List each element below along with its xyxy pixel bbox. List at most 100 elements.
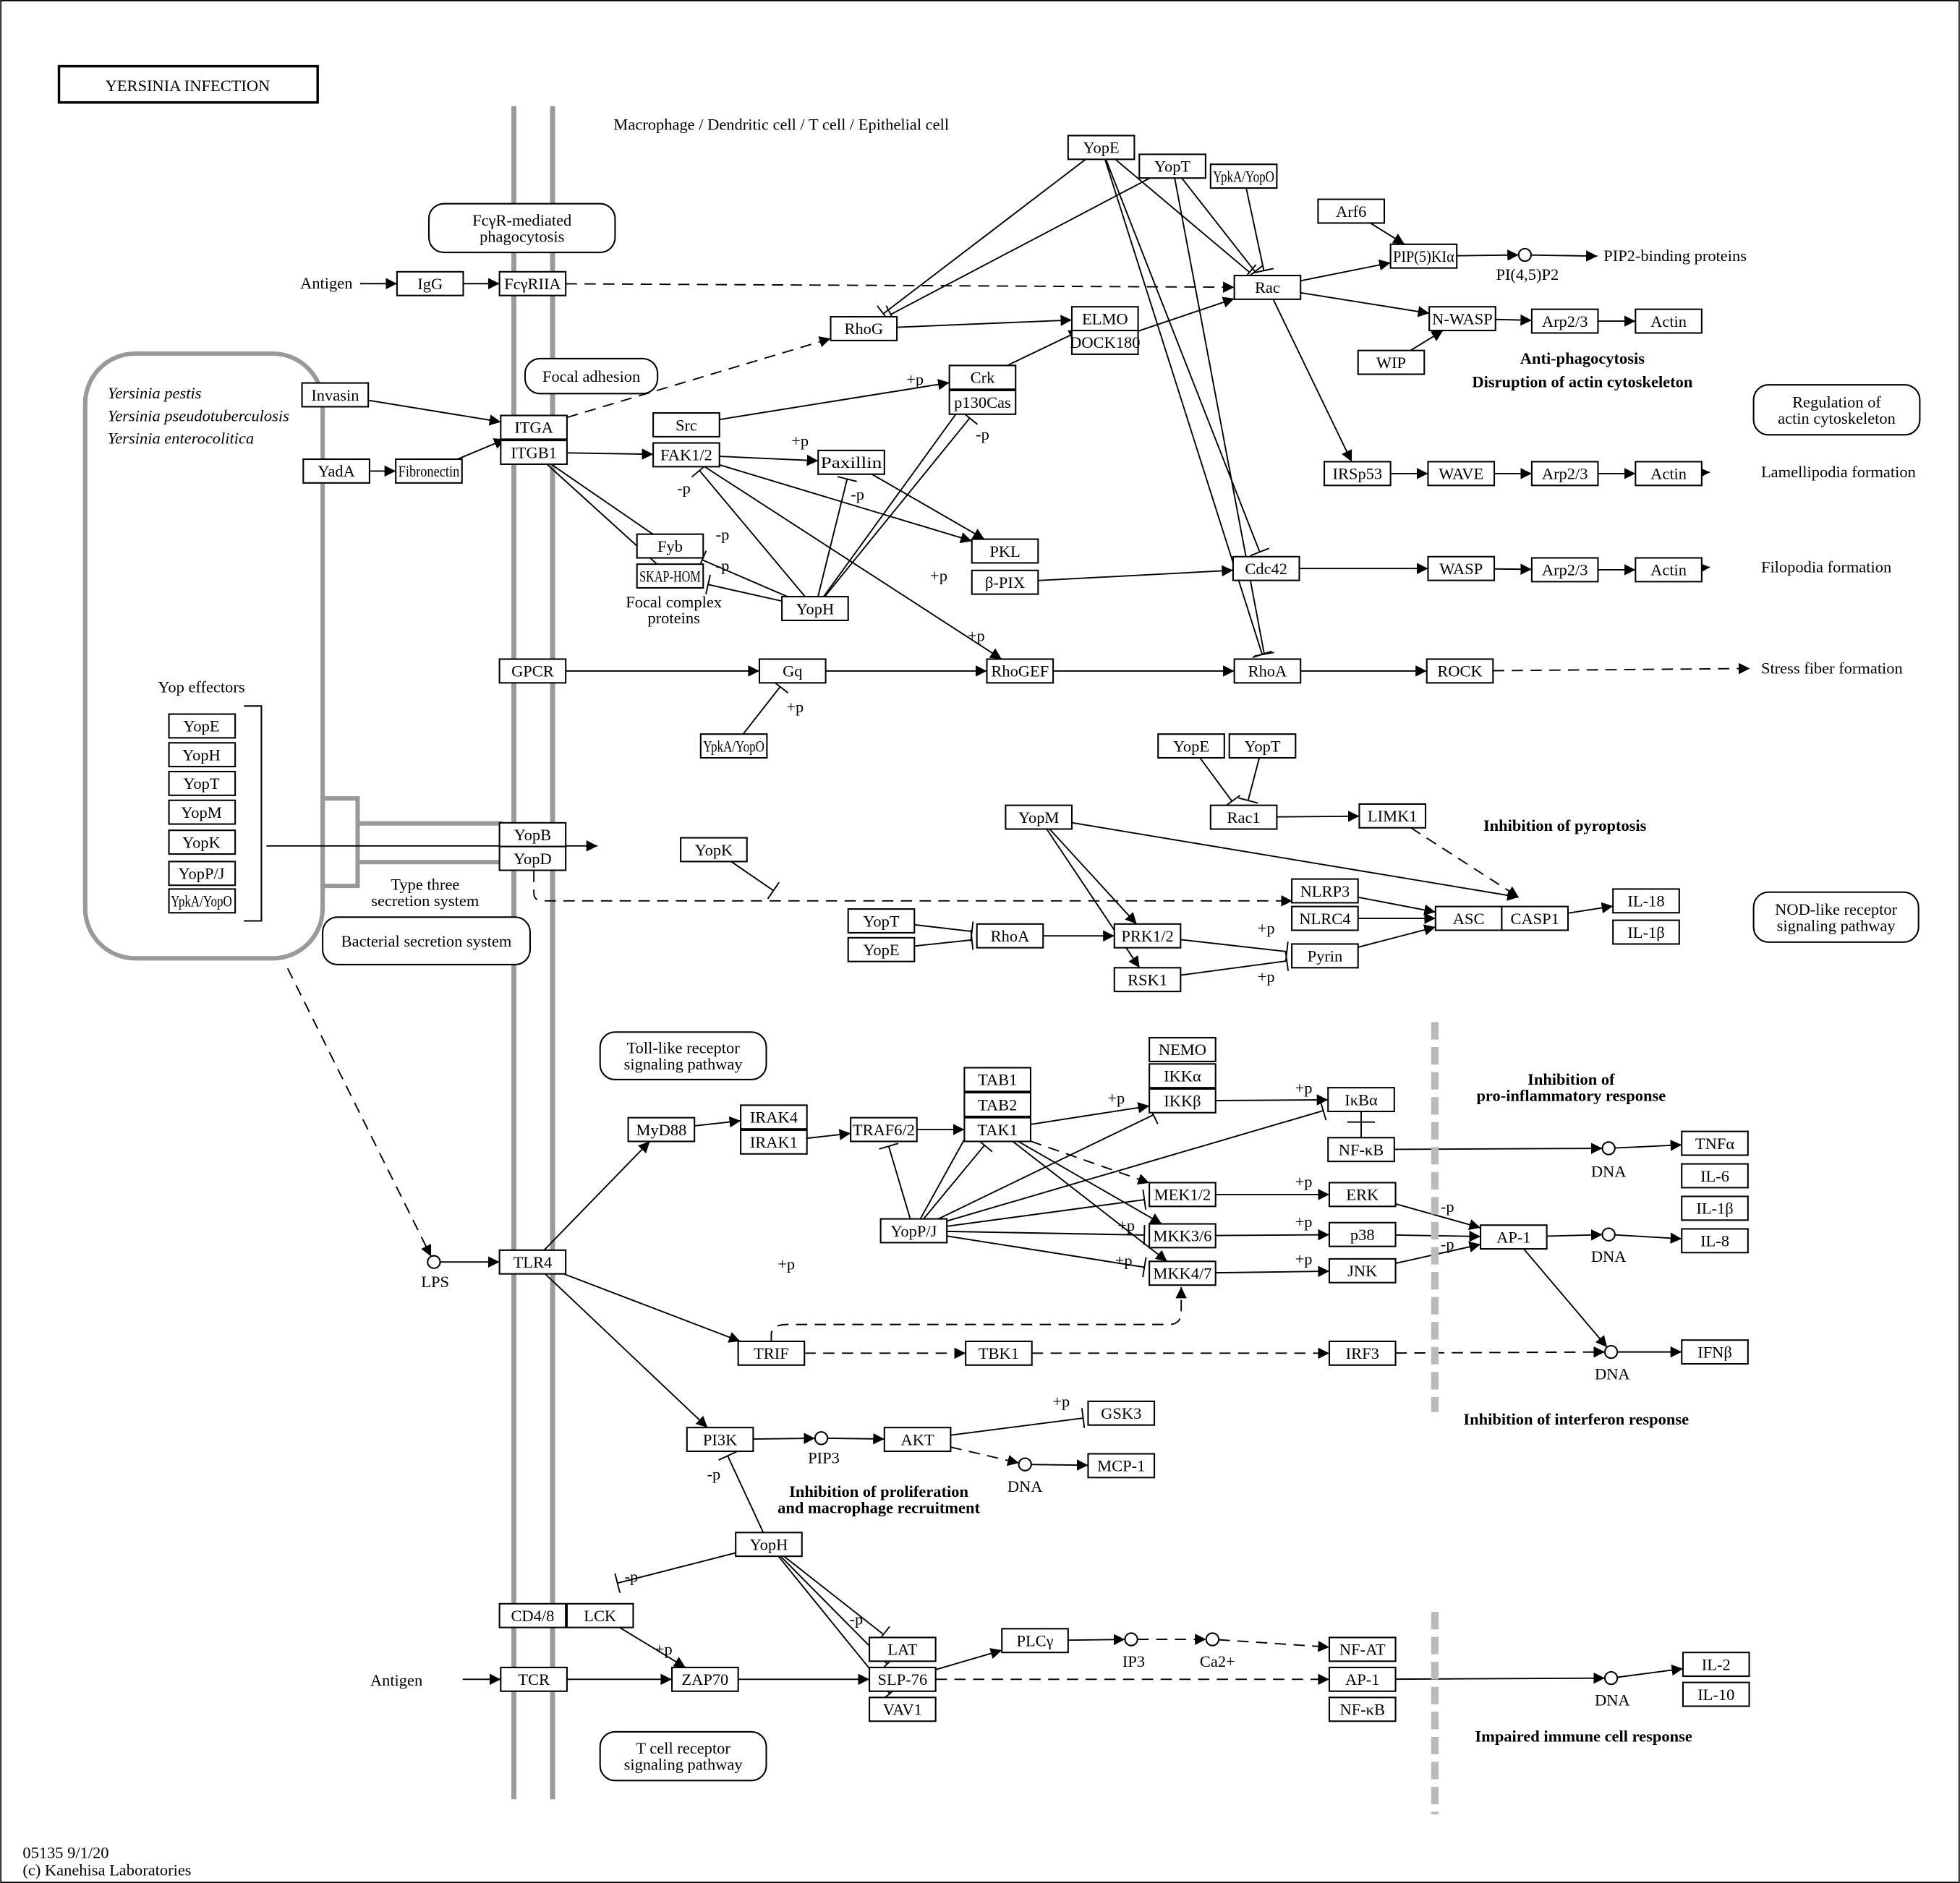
node-rac1[interactable]: Rac1 <box>1209 804 1278 830</box>
node-wip[interactable]: WIP <box>1357 349 1426 375</box>
node-cd48[interactable]: CD4/8 <box>498 1602 567 1628</box>
yop-effector-yopm[interactable]: YopM <box>168 799 237 825</box>
node-itgb1[interactable]: ITGB1 <box>500 440 568 465</box>
node-akt[interactable]: AKT <box>883 1427 952 1453</box>
node-p38[interactable]: p38 <box>1328 1221 1397 1247</box>
yop-effector-yoph[interactable]: YopH <box>168 742 237 768</box>
node-plcg[interactable]: PLCγ <box>1001 1628 1069 1654</box>
node-rock[interactable]: ROCK <box>1426 658 1494 684</box>
node-yopk[interactable]: YopK <box>680 837 748 863</box>
compound-dna3[interactable] <box>1603 1344 1619 1359</box>
compound-lps[interactable] <box>427 1255 441 1269</box>
compound-ip3[interactable] <box>1124 1632 1138 1647</box>
node-il18[interactable]: IL-18 <box>1612 888 1680 914</box>
node-wave[interactable]: WAVE <box>1427 461 1496 487</box>
node-tlr4[interactable]: TLR4 <box>498 1249 567 1275</box>
node-bpix[interactable]: β-PIX <box>971 569 1039 595</box>
node-skap[interactable]: SKAP-HOM <box>636 563 704 589</box>
node-myd88[interactable]: MyD88 <box>627 1116 696 1143</box>
node-pkl[interactable]: PKL <box>971 538 1039 564</box>
node-il2[interactable]: IL-2 <box>1682 1652 1750 1678</box>
node-rhoa2[interactable]: RhoA <box>976 923 1044 949</box>
node-rhog[interactable]: RhoG <box>830 315 898 341</box>
node-il8[interactable]: IL-8 <box>1681 1228 1749 1254</box>
node-mkk36[interactable]: MKK3/6 <box>1149 1223 1217 1249</box>
node-zap70[interactable]: ZAP70 <box>671 1666 739 1692</box>
node-il1b2[interactable]: IL-1β <box>1681 1195 1749 1221</box>
node-igg[interactable]: IgG <box>396 270 464 296</box>
node-yada[interactable]: YadA <box>302 458 370 484</box>
node-tcr[interactable]: TCR <box>500 1666 568 1692</box>
node-irsp53[interactable]: IRSp53 <box>1324 461 1392 487</box>
node-rhoa1[interactable]: RhoA <box>1233 658 1302 684</box>
node-tak1[interactable]: TAK1 <box>963 1116 1032 1143</box>
node-nfkb1[interactable]: NF-κB <box>1327 1137 1395 1163</box>
node-crk[interactable]: Crk <box>948 364 1017 390</box>
node-fak[interactable]: FAK1/2 <box>652 442 720 468</box>
node-jnk[interactable]: JNK <box>1328 1258 1397 1284</box>
node-pyrin[interactable]: Pyrin <box>1291 943 1359 969</box>
yop-effector-yopt[interactable]: YopT <box>168 770 237 796</box>
node-asc[interactable]: ASC <box>1434 905 1503 931</box>
node-fyb[interactable]: Fyb <box>636 533 704 559</box>
node-yopb[interactable]: YopB <box>498 821 567 847</box>
node-rac[interactable]: Rac <box>1233 274 1302 300</box>
node-tab1[interactable]: TAB1 <box>963 1067 1032 1093</box>
compound-dna4[interactable] <box>1018 1457 1032 1472</box>
node-gq[interactable]: Gq <box>758 658 827 684</box>
pathway-link-bss[interactable]: Bacterial secretion system <box>322 916 531 966</box>
node-mkk47[interactable]: MKK4/7 <box>1149 1260 1217 1286</box>
node-src[interactable]: Src <box>652 412 720 437</box>
node-tbk1[interactable]: TBK1 <box>965 1340 1033 1366</box>
node-ikkb[interactable]: IKKβ <box>1149 1088 1217 1114</box>
node-invasin[interactable]: Invasin <box>301 382 370 408</box>
node-yope1[interactable]: YopE <box>1067 134 1135 161</box>
node-il6[interactable]: IL-6 <box>1681 1163 1749 1189</box>
node-vav1[interactable]: VAV1 <box>869 1696 937 1722</box>
node-nlrc4[interactable]: NLRC4 <box>1291 905 1359 931</box>
node-prk[interactable]: PRK1/2 <box>1113 923 1182 949</box>
node-yopm[interactable]: YopM <box>1005 804 1073 830</box>
node-actin2[interactable]: Actin <box>1635 461 1703 487</box>
yop-effector-yope[interactable]: YopE <box>168 713 237 739</box>
node-p130[interactable]: p130Cas <box>948 389 1017 415</box>
node-fibro[interactable]: Fibronectin <box>395 458 463 484</box>
node-wasp[interactable]: WASP <box>1427 555 1496 581</box>
node-rhogef[interactable]: RhoGEF <box>986 658 1054 684</box>
node-ap1a[interactable]: AP-1 <box>1480 1224 1548 1250</box>
node-lat[interactable]: LAT <box>869 1636 937 1662</box>
node-paxillin[interactable]: Paxillin <box>817 449 885 475</box>
node-ikba[interactable]: IκBα <box>1327 1087 1395 1113</box>
node-ypka1[interactable]: YpkA/YopO <box>1209 163 1278 189</box>
compound-dna2[interactable] <box>1601 1227 1616 1242</box>
node-yoph1[interactable]: YopH <box>781 596 849 621</box>
node-ap1b[interactable]: AP-1 <box>1328 1666 1397 1692</box>
node-yope4[interactable]: YopE <box>847 936 916 962</box>
compound-ca[interactable] <box>1205 1632 1220 1647</box>
node-arf6[interactable]: Arf6 <box>1317 198 1386 224</box>
node-ifnb[interactable]: IFNβ <box>1681 1339 1749 1365</box>
node-cdc42[interactable]: Cdc42 <box>1232 555 1300 581</box>
node-yope3[interactable]: YopE <box>1157 733 1225 759</box>
node-rsk1[interactable]: RSK1 <box>1113 967 1182 993</box>
node-yopt4[interactable]: YopT <box>847 908 916 934</box>
node-arp1[interactable]: Arp2/3 <box>1530 308 1599 334</box>
node-pip5k[interactable]: PIP(5)KIα <box>1389 243 1458 269</box>
node-ikka[interactable]: IKKα <box>1149 1063 1217 1089</box>
node-itga[interactable]: ITGA <box>500 414 568 440</box>
node-dock[interactable]: DOCK180 <box>1070 330 1140 355</box>
node-mcp1[interactable]: MCP-1 <box>1087 1453 1156 1479</box>
node-actin1[interactable]: Actin <box>1635 308 1703 334</box>
node-yopj[interactable]: YopP/J <box>879 1218 948 1244</box>
node-yoph2[interactable]: YopH <box>735 1532 803 1558</box>
node-irf3[interactable]: IRF3 <box>1328 1340 1397 1366</box>
node-nlrp3[interactable]: NLRP3 <box>1291 878 1359 904</box>
node-nfat[interactable]: NF-AT <box>1328 1636 1397 1662</box>
node-yopt1[interactable]: YopT <box>1138 153 1206 179</box>
node-casp1[interactable]: CASP1 <box>1501 905 1569 931</box>
node-irak4[interactable]: IRAK4 <box>740 1104 808 1130</box>
